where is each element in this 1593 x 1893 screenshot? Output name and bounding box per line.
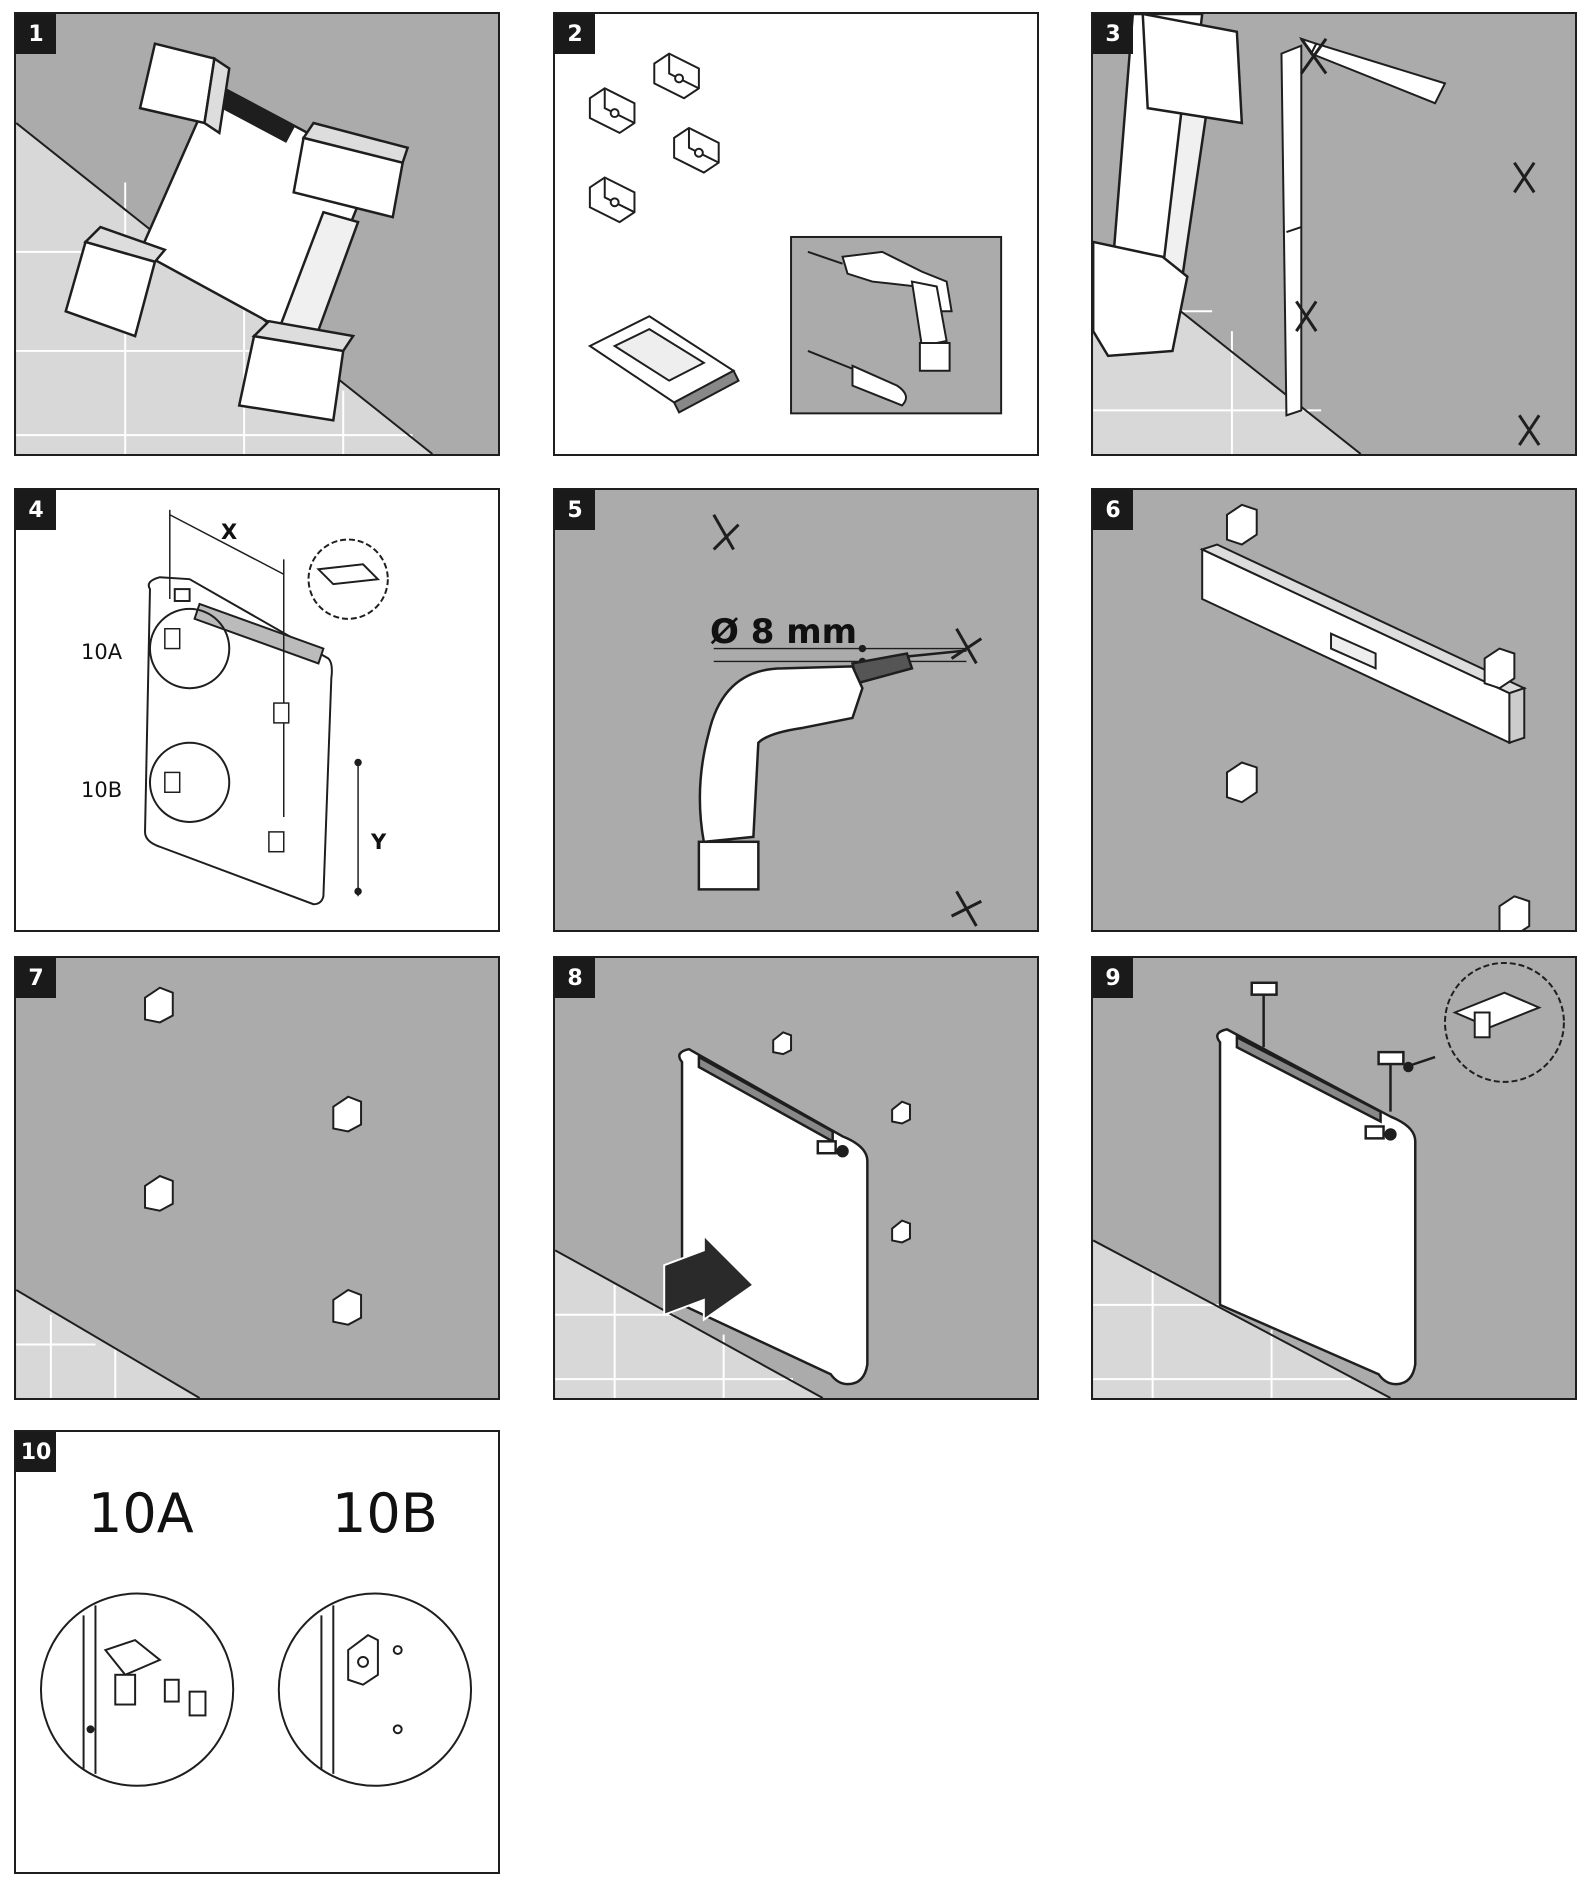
step-number: 1 [16,14,56,54]
step-number: 5 [555,490,595,530]
step-number: 2 [555,14,595,54]
radiator [1216,1028,1417,1386]
spirit-level [1199,543,1527,745]
detail-b-title: 10B [332,1482,438,1545]
detail-a-title: 10A [88,1482,194,1545]
step-number: 4 [16,490,56,530]
step-number: 3 [1093,14,1133,54]
step-number: 9 [1093,958,1133,998]
radiator-back [144,576,333,906]
wall-marks [712,514,983,927]
drill-diameter-label: Ø 8 mm [710,612,858,652]
manual-booklet [587,315,740,414]
wall-marks [1295,37,1541,446]
wall-brackets [588,52,720,224]
step-3-illustration [1093,14,1541,454]
detail-a-label: 10A [81,640,123,664]
step-7-panel: 7 [14,956,500,1400]
detail-circle-a [148,607,231,690]
wall-brackets-mounted [144,986,363,1326]
step-number: 8 [555,958,595,998]
step-number: 6 [1093,490,1133,530]
wall-brackets [1225,503,1531,930]
pencil [1298,36,1447,105]
spirit-level-ruler [1280,44,1303,417]
step-4-panel: X Y 10A 10B 4 [14,488,500,932]
step-2-panel: 2 [553,12,1039,456]
step-3-panel: 3 [1091,12,1577,456]
screwdriver [807,350,907,407]
step-6-panel: 6 [1091,488,1577,932]
radiator-upright [1093,14,1244,358]
step-1-panel: 1 [14,12,500,456]
step-5-panel: Ø 8 mm 5 [553,488,1039,932]
step-number: 10 [16,1432,56,1472]
step-7-illustration [16,986,363,1398]
detail-10b [277,1592,473,1787]
securing-clips [1250,981,1436,1112]
brackets-on-back [164,627,290,853]
radiator-packaged [64,42,410,422]
step-4-illustration [144,509,389,906]
step-1-illustration [16,42,434,454]
dimension-lines [169,509,362,897]
dimension-x-label: X [221,520,238,544]
detail-circle-b [148,741,231,823]
step-10-illustration [39,1592,473,1787]
wall-brackets [772,1031,911,1244]
step-10-panel: 10A 10B 10 [14,1430,500,1874]
dimension-y-label: Y [371,830,387,854]
drill [807,250,953,372]
detail-b-label: 10B [81,778,123,802]
drill [697,649,967,891]
step-6-illustration [1199,503,1531,930]
detail-10a [39,1592,235,1787]
step-9-illustration [1093,961,1565,1398]
step-8-panel: 8 [553,956,1039,1400]
step-5-illustration [697,514,983,927]
step-number: 7 [16,958,56,998]
push-arrow [663,1233,755,1322]
step-8-illustration [555,1031,911,1398]
step-2-illustration [587,52,1003,415]
step-9-panel: 9 [1091,956,1577,1400]
